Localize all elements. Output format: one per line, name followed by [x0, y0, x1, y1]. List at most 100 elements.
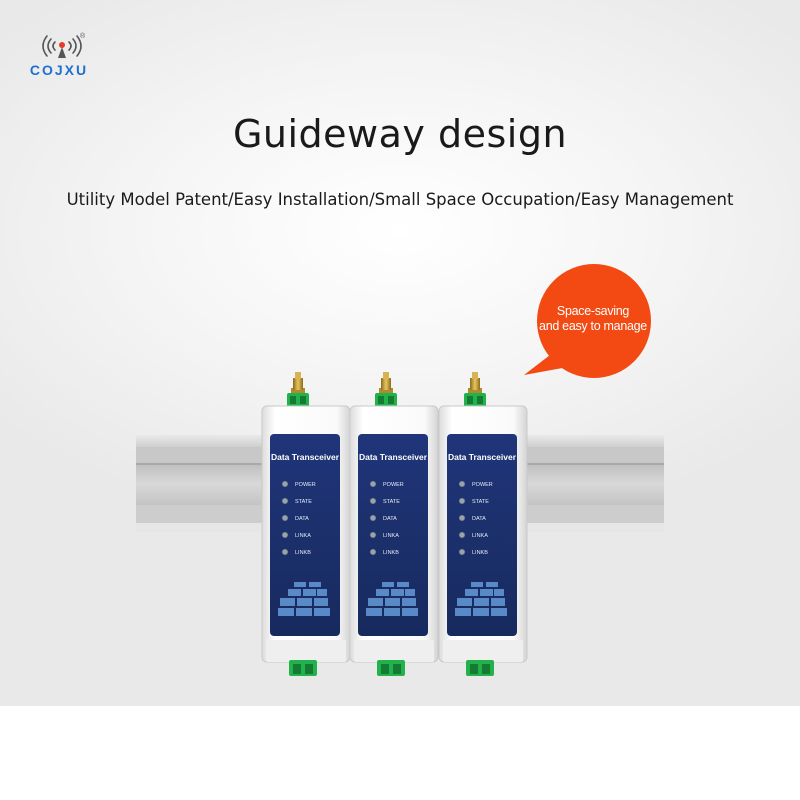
led-indicator-icon [281, 497, 289, 505]
callout-line-2: and easy to manage [539, 319, 647, 333]
terminal-block-icon [305, 664, 313, 674]
antenna-connector-icon [472, 372, 478, 379]
led-indicator-icon [281, 514, 289, 522]
device-label: Data Transceiver [271, 452, 340, 462]
led-label: LINKA [472, 533, 488, 539]
page-subtitle: Utility Model Patent/Easy Installation/S… [66, 190, 734, 209]
led-indicator-icon [281, 531, 289, 539]
led-label: STATE [383, 499, 400, 505]
panel-tile-graphic [455, 608, 471, 616]
panel-tile-graphic [471, 582, 483, 587]
panel-tile-graphic [491, 608, 507, 616]
led-label: DATA [383, 516, 397, 522]
terminal-block-icon [467, 396, 473, 404]
callout-text: Space-saving and easy to manage [528, 304, 658, 334]
page-title: Guideway design [232, 112, 568, 156]
device-label: Data Transceiver [448, 452, 517, 462]
panel-tile-graphic [368, 598, 383, 606]
led-indicator-icon [458, 548, 466, 556]
callout-line-1: Space-saving [556, 304, 630, 318]
terminal-block-icon [393, 664, 401, 674]
panel-tile-graphic [382, 582, 394, 587]
panel-tile-graphic [314, 598, 328, 606]
panel-tile-graphic [280, 598, 295, 606]
panel-tile-graphic [314, 608, 330, 616]
antenna-connector-icon [295, 372, 301, 379]
led-label: STATE [472, 499, 489, 505]
panel-tile-graphic [303, 589, 316, 596]
terminal-block-icon [300, 396, 306, 404]
brand-name: COJXU [29, 62, 89, 78]
led-label: LINKB [295, 550, 311, 556]
led-indicator-icon [458, 531, 466, 539]
led-indicator-icon [369, 514, 377, 522]
panel-tile-graphic [317, 589, 327, 596]
led-label: LINKA [295, 533, 311, 539]
panel-tile-graphic [391, 589, 404, 596]
panel-tile-graphic [402, 608, 418, 616]
device-case-bottom [266, 640, 346, 662]
panel-tile-graphic [405, 589, 415, 596]
panel-tile-graphic [366, 608, 382, 616]
panel-tile-graphic [465, 589, 478, 596]
led-label: LINKB [472, 550, 488, 556]
panel-tile-graphic [474, 598, 489, 606]
panel-tile-graphic [296, 608, 312, 616]
terminal-block-icon [290, 396, 296, 404]
antenna-connector-icon [381, 378, 391, 390]
led-label: POWER [472, 482, 493, 488]
terminal-block-icon [293, 664, 301, 674]
device-case-bottom [354, 640, 434, 662]
led-indicator-icon [458, 514, 466, 522]
led-indicator-icon [458, 480, 466, 488]
antenna-connector-icon [383, 372, 389, 379]
panel-tile-graphic [480, 589, 493, 596]
led-indicator-icon [369, 480, 377, 488]
terminal-block-icon [482, 664, 490, 674]
led-label: POWER [295, 482, 316, 488]
terminal-block-icon [477, 396, 483, 404]
terminal-block-icon [470, 664, 478, 674]
panel-tile-graphic [297, 598, 312, 606]
terminal-block-icon [388, 396, 394, 404]
led-label: DATA [472, 516, 486, 522]
led-indicator-icon [369, 497, 377, 505]
panel-tile-graphic [376, 589, 389, 596]
panel-tile-graphic [278, 608, 294, 616]
led-indicator-icon [369, 548, 377, 556]
led-label: STATE [295, 499, 312, 505]
panel-tile-graphic [494, 589, 504, 596]
panel-tile-graphic [473, 608, 489, 616]
panel-tile-graphic [294, 582, 306, 587]
callout-bubble [524, 264, 651, 378]
led-indicator-icon [281, 548, 289, 556]
registered-mark: ® [80, 32, 86, 40]
panel-tile-graphic [384, 608, 400, 616]
led-label: LINKB [383, 550, 399, 556]
led-label: LINKA [383, 533, 399, 539]
led-label: DATA [295, 516, 309, 522]
panel-tile-graphic [385, 598, 400, 606]
led-indicator-icon [281, 480, 289, 488]
panel-tile-graphic [491, 598, 505, 606]
panel-tile-graphic [288, 589, 301, 596]
cojxu-logo-icon: ® [42, 32, 86, 58]
panel-tile-graphic [397, 582, 409, 587]
panel-tile-graphic [402, 598, 416, 606]
led-indicator-icon [458, 497, 466, 505]
antenna-connector-icon [468, 388, 482, 393]
antenna-connector-icon [291, 388, 305, 393]
terminal-block-icon [378, 396, 384, 404]
panel-tile-graphic [309, 582, 321, 587]
antenna-connector-icon [293, 378, 303, 390]
terminal-block-icon [381, 664, 389, 674]
led-indicator-icon [369, 531, 377, 539]
antenna-connector-icon [470, 378, 480, 390]
device-case-bottom [443, 640, 523, 662]
panel-tile-graphic [486, 582, 498, 587]
led-label: POWER [383, 482, 404, 488]
